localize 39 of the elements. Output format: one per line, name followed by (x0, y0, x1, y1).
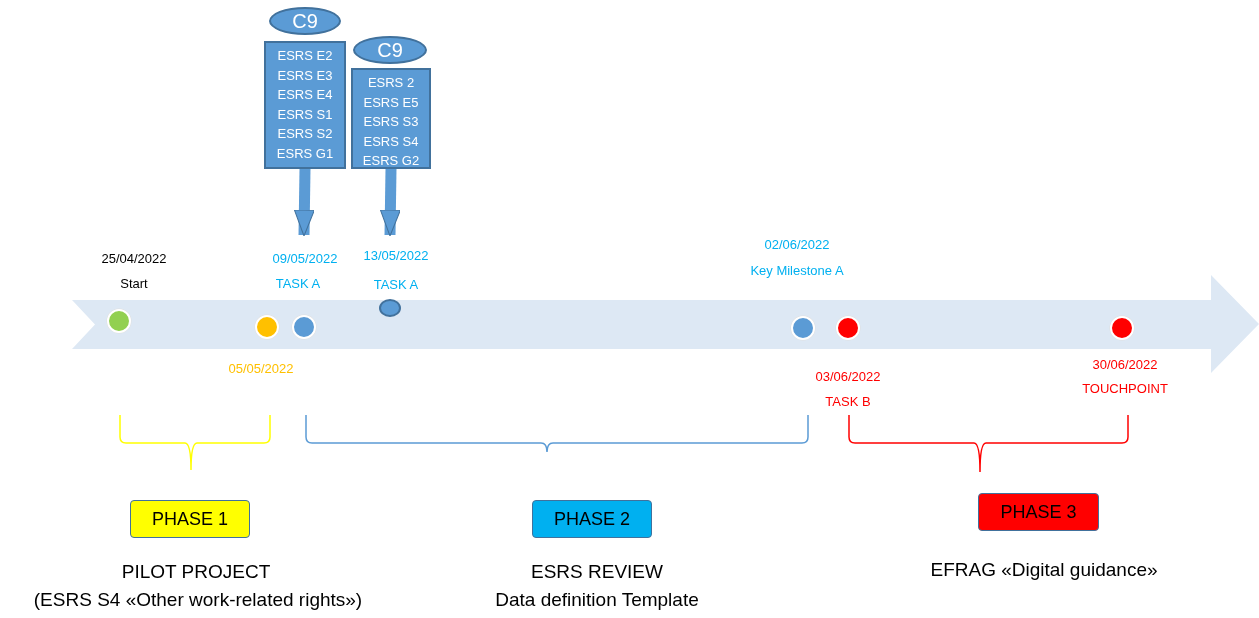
date-label: 13/05/2022 (363, 248, 429, 264)
standards-box (264, 41, 346, 169)
milestone-label: TOUCHPOINT (1082, 381, 1168, 397)
standards-box (351, 68, 431, 169)
date-label: 02/06/2022 (764, 237, 830, 253)
milestone-dot (379, 299, 401, 317)
phase-description: EFRAG «Digital guidance» (930, 559, 1158, 581)
standard-label: ESRS S4 (362, 132, 420, 151)
phase-box: PHASE 1 (130, 500, 250, 538)
standard-label: ESRS S2 (276, 125, 334, 143)
phase-description: PILOT PROJECT (121, 561, 271, 583)
date-label: 09/05/2022 (272, 251, 338, 267)
phase-box: PHASE 3 (978, 493, 1099, 531)
standard-label: ESRS E4 (276, 86, 334, 104)
milestone-label: TASK A (275, 276, 321, 292)
phase-description: (ESRS S4 «Other work-related rights») (33, 589, 363, 611)
standard-label: ESRS G2 (361, 152, 421, 170)
milestone-label: Start (120, 276, 148, 292)
standard-label: ESRS G1 (275, 144, 335, 163)
standard-label: ESRS E5 (362, 93, 420, 112)
standard-label: ESRS E2 (276, 47, 334, 65)
phase-description: Data definition Template (495, 589, 699, 611)
standard-label: ESRS S3 (362, 113, 420, 131)
phase-description: ESRS REVIEW (531, 561, 663, 583)
date-label: 30/06/2022 (1092, 357, 1158, 373)
date-label: 03/06/2022 (815, 369, 881, 385)
standard-label: ESRS S1 (276, 105, 334, 124)
standard-label: ESRS E3 (276, 66, 334, 85)
date-label: 05/05/2022 (228, 361, 294, 377)
milestone-label: TASK B (825, 394, 871, 410)
date-label: 25/04/2022 (101, 251, 167, 267)
standard-label: ESRS 2 (366, 74, 416, 92)
oval-label: C9 (269, 7, 341, 35)
milestone-label: TASK A (373, 277, 419, 293)
phase-box: PHASE 2 (532, 500, 652, 538)
oval-label: C9 (353, 36, 427, 64)
block-arrow (293, 168, 315, 237)
milestone-label: Key Milestone A (750, 263, 844, 279)
block-arrow (379, 168, 401, 237)
